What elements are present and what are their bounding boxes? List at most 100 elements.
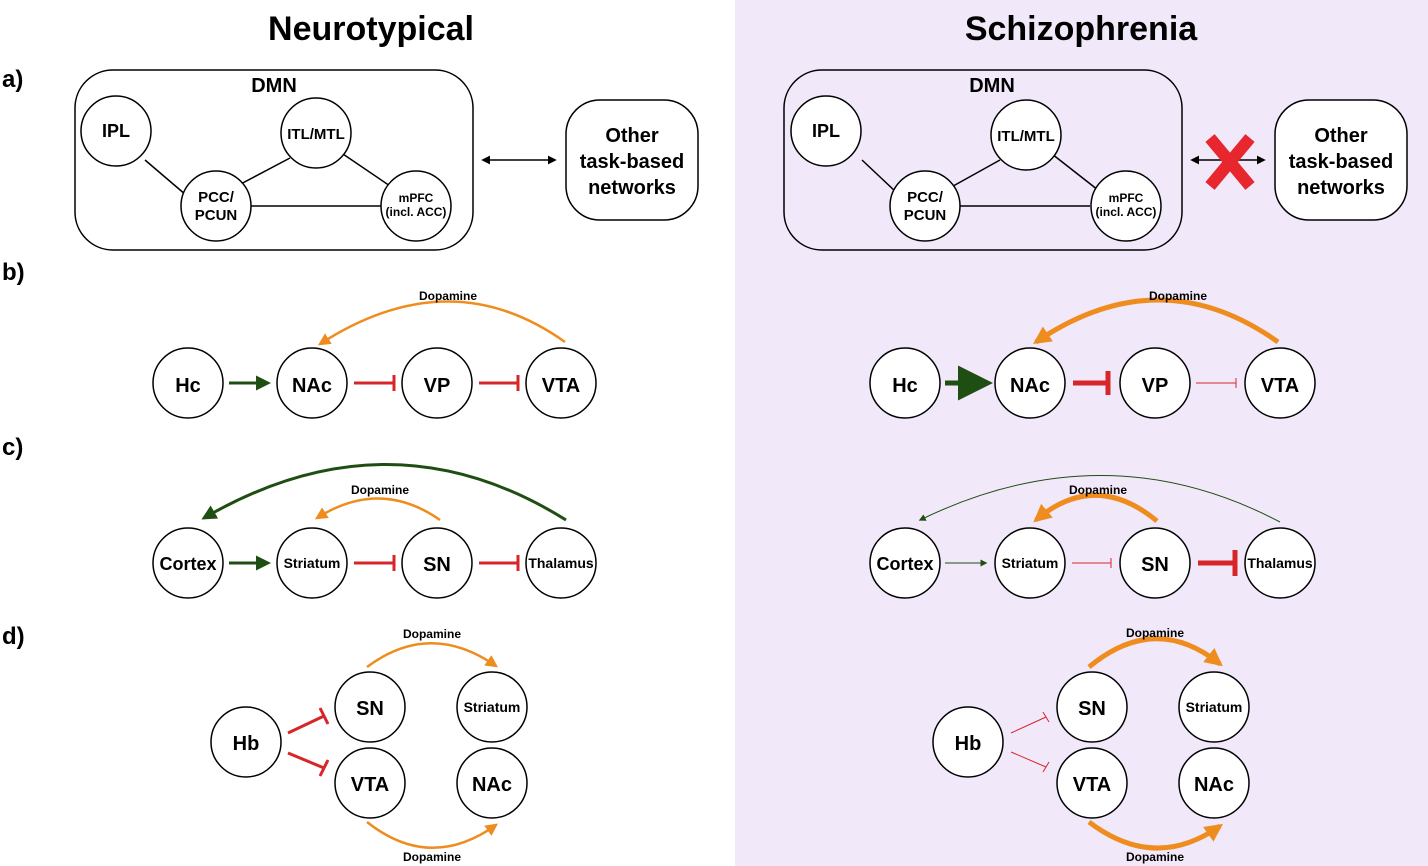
title-schizophrenia: Schizophrenia <box>965 10 1198 48</box>
inhibitory-hb-sn <box>1010 711 1050 734</box>
node-nac <box>276 347 348 419</box>
node-vta <box>1244 347 1316 419</box>
dopamine-arrow-sn-striatum <box>1087 636 1223 669</box>
node-nac <box>994 347 1066 419</box>
inhibitory-vp-vta <box>479 375 520 391</box>
panel-label-c: c) <box>2 434 23 461</box>
node-label-striatum: Striatum <box>1002 555 1059 571</box>
node-label-itl: ITL/MTL <box>287 126 344 143</box>
dmn-label: DMN <box>969 75 1015 97</box>
panel-label-d: d) <box>2 623 25 650</box>
node-ipl <box>80 95 152 167</box>
node-label-sn: SN <box>1078 698 1106 720</box>
inhibitory-striatum-sn <box>1072 558 1112 568</box>
inhibitory-nac-vp <box>1073 371 1111 395</box>
edge-itl-mpfc <box>1051 153 1099 191</box>
excitatory-arrow-thalamus-cortex <box>918 475 1281 523</box>
dopamine-label: Dopamine <box>419 289 477 303</box>
node-striatum <box>1178 671 1250 743</box>
dopamine-arrow-sn-striatum <box>1033 492 1159 523</box>
node-label-pcun: PCUN <box>904 207 947 224</box>
node-label-vp: VP <box>1142 375 1169 397</box>
node-hb <box>210 706 282 778</box>
inhibitory-sn-thalamus <box>1198 550 1238 576</box>
panel-d-right: Dopamine Dopamine Hb SN VTA Striatum NAc <box>932 626 1250 864</box>
dopamine-arrow-sn-striatum <box>314 497 441 522</box>
dmn-box <box>74 69 474 251</box>
node-label-vta: VTA <box>542 375 581 397</box>
inhibitory-hb-sn <box>287 707 330 735</box>
node-label-cortex: Cortex <box>876 554 933 574</box>
node-label-striatum: Striatum <box>284 555 341 571</box>
node-mpfc <box>1090 170 1162 242</box>
node-label-hc: Hc <box>175 375 201 397</box>
node-thalamus <box>525 527 597 599</box>
node-label-vta: VTA <box>1261 375 1300 397</box>
panel-a-left: DMN IPL ITL/MTL PCC/ PCUN mPFC (incl. AC… <box>74 69 699 251</box>
other-label-1: Other <box>605 125 659 147</box>
node-label-cortex: Cortex <box>159 554 216 574</box>
other-networks-box <box>565 99 699 221</box>
edge-pcc-itl <box>236 157 291 187</box>
node-mpfc <box>380 170 452 242</box>
panel-c-left: Dopamine Cortex Striatum SN Thalamus <box>152 463 597 599</box>
panel-b-right: Dopamine Hc NAc VP VTA <box>869 289 1316 419</box>
other-label-1: Other <box>1314 125 1368 147</box>
node-label-vta: VTA <box>351 774 390 796</box>
node-label-hc: Hc <box>892 375 918 397</box>
dopamine-label: Dopamine <box>1069 483 1127 497</box>
node-hb <box>932 706 1004 778</box>
panel-d-left: Dopamine Dopamine Hb SN VTA Striatum NAc <box>210 627 528 864</box>
edge-ipl-pcc <box>861 159 897 193</box>
dmn-label: DMN <box>251 75 297 97</box>
node-striatum <box>994 527 1066 599</box>
other-networks-box <box>1274 99 1408 221</box>
inhibitory-striatum-sn <box>354 555 396 571</box>
node-pcc-pcun <box>180 170 252 242</box>
node-cortex <box>869 527 941 599</box>
dopamine-label-top: Dopamine <box>1126 626 1184 640</box>
node-nac <box>1178 747 1250 819</box>
dmn-box <box>783 69 1183 251</box>
node-hc <box>152 347 224 419</box>
node-label-nac: NAc <box>472 774 512 796</box>
node-vta <box>1056 747 1128 819</box>
node-label-ipl: IPL <box>102 121 130 141</box>
dopamine-label: Dopamine <box>1149 289 1207 303</box>
node-label-incl-acc: (incl. ACC) <box>1096 205 1157 219</box>
node-thalamus <box>1244 527 1316 599</box>
dopamine-label-top: Dopamine <box>403 627 461 641</box>
node-label-striatum: Striatum <box>464 699 521 715</box>
inhibitory-hb-vta <box>1010 751 1050 773</box>
dopamine-arrow-vta-nac <box>317 300 566 346</box>
node-vp <box>401 347 473 419</box>
inhibitory-nac-vp <box>354 375 396 391</box>
node-label-incl-acc: (incl. ACC) <box>386 205 447 219</box>
node-label-ipl: IPL <box>812 121 840 141</box>
node-label-pcc: PCC/ <box>198 189 235 206</box>
node-ipl <box>790 95 862 167</box>
node-label-mpfc: mPFC <box>399 191 434 205</box>
node-vta <box>334 747 406 819</box>
node-label-vta: VTA <box>1073 774 1112 796</box>
other-label-2: task-based <box>580 151 685 173</box>
node-label-nac: NAc <box>1194 774 1234 796</box>
node-cortex <box>152 527 224 599</box>
node-sn <box>1056 671 1128 743</box>
node-label-vp: VP <box>424 375 451 397</box>
node-label-striatum: Striatum <box>1186 699 1243 715</box>
node-label-pcc: PCC/ <box>907 189 944 206</box>
blocked-x-icon <box>1205 134 1255 190</box>
node-label-hb: Hb <box>233 733 260 755</box>
inhibitory-vp-vta <box>1196 378 1237 388</box>
dopamine-arrow-vta-nac <box>366 821 499 849</box>
node-sn <box>401 527 473 599</box>
node-label-sn: SN <box>1141 554 1169 576</box>
node-vp <box>1119 347 1191 419</box>
title-neurotypical: Neurotypical <box>268 10 474 48</box>
node-label-pcun: PCUN <box>195 207 238 224</box>
panel-c-right: Dopamine Cortex Striatum SN Thalamus <box>869 475 1316 599</box>
node-hc <box>869 347 941 419</box>
node-sn <box>334 671 406 743</box>
other-label-3: networks <box>1297 177 1385 199</box>
